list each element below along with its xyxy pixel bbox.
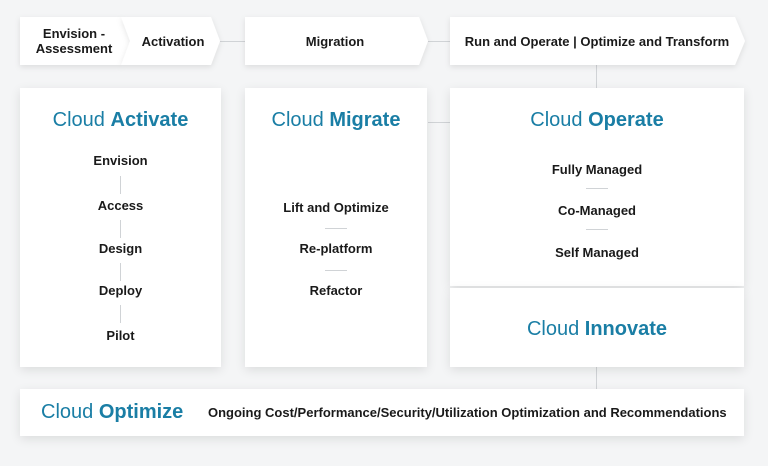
connector-migrate-operate: [428, 122, 450, 123]
phase-migration-label: Migration: [305, 33, 365, 49]
connector-run-operate: [596, 64, 597, 88]
operate-item-fully: Fully Managed: [551, 162, 643, 177]
migrate-divider: [325, 228, 347, 229]
migrate-divider: [325, 270, 347, 271]
phase-run-label: Run and Operate | Optimize and Transform: [464, 33, 730, 49]
migrate-item-replatform: Re-platform: [299, 241, 373, 256]
activate-divider: [120, 220, 121, 238]
activate-item-design: Design: [98, 241, 143, 256]
operate-divider: [586, 188, 608, 189]
phase-run-shape: [450, 17, 745, 65]
connector-innovate-optimize: [596, 367, 597, 389]
migrate-item-refactor: Refactor: [309, 283, 363, 298]
activate-item-pilot: Pilot: [106, 328, 135, 343]
phase-activation-shape: [121, 17, 220, 65]
cloud-optimize-description: Ongoing Cost/Performance/Security/Utiliz…: [208, 405, 727, 420]
migrate-item-lift: Lift and Optimize: [283, 200, 389, 215]
cloud-activate-card: Cloud Activate Envision Access Design De…: [20, 88, 221, 367]
cloud-optimize-title: Cloud Optimize: [41, 401, 184, 423]
phase-migration-shape: [245, 17, 428, 65]
connector-activation-migration: [220, 41, 245, 42]
connector-migration-run: [428, 41, 450, 42]
activate-item-deploy: Deploy: [98, 283, 143, 298]
operate-item-co: Co-Managed: [558, 203, 636, 218]
phase-envision-shape: [20, 17, 130, 65]
phase-chevrons: [20, 17, 745, 65]
cloud-migrate-card: Cloud Migrate Lift and Optimize Re-platf…: [245, 88, 427, 367]
activate-divider: [120, 176, 121, 194]
phase-activation-label: Activation: [141, 33, 205, 49]
cloud-migrate-title: Cloud Migrate: [271, 109, 401, 131]
cloud-operate-title: Cloud Operate: [530, 109, 664, 131]
cloud-operate-card: Cloud Operate Fully Managed Co-Managed S…: [450, 88, 744, 286]
cloud-innovate-title: Cloud Innovate: [526, 318, 668, 340]
cloud-innovate-card: Cloud Innovate: [450, 288, 744, 367]
operate-item-self: Self Managed: [555, 245, 639, 260]
operate-divider: [586, 229, 608, 230]
activate-item-access: Access: [97, 198, 144, 213]
activate-divider: [120, 263, 121, 281]
activate-divider: [120, 305, 121, 323]
activate-item-envision: Envision: [93, 153, 148, 168]
cloud-activate-title: Cloud Activate: [52, 109, 189, 131]
cloud-optimize-card: Cloud Optimize Ongoing Cost/Performance/…: [20, 389, 744, 436]
phase-envision-label: Envision - Assessment: [35, 26, 113, 56]
